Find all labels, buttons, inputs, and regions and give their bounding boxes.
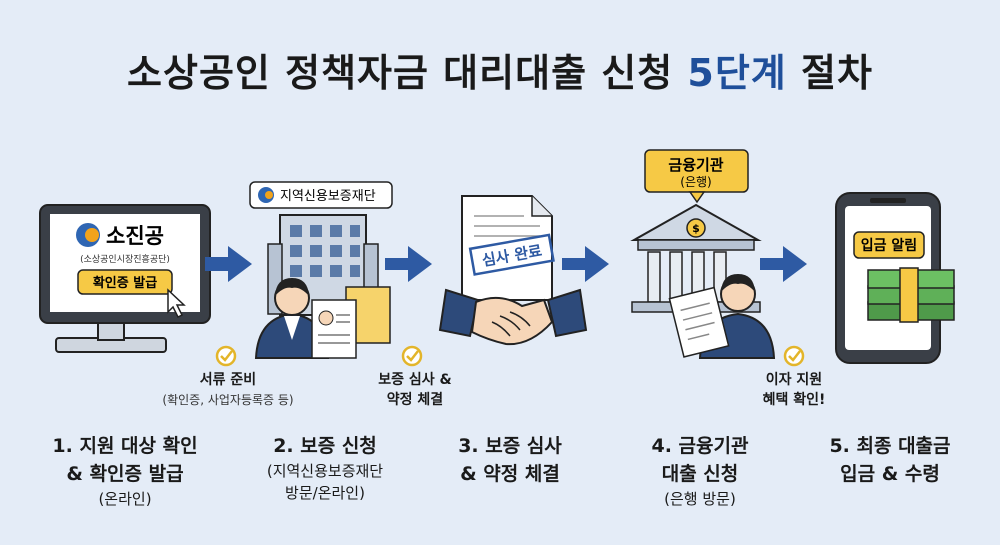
arrow-icon — [205, 246, 252, 282]
cursor-icon — [167, 288, 186, 319]
deposit-alert-badge — [853, 231, 925, 259]
certificate-button-label: 확인증 발급 — [93, 275, 157, 291]
handshake-icon — [438, 288, 588, 346]
step-3-caption: 3. 보증 심사 & 약정 체결 — [458, 435, 562, 485]
step-5-caption: 5. 최종 대출금 입금 & 수령 — [829, 435, 951, 485]
note-interest: 이자 지원 혜택 확인! — [762, 372, 826, 408]
step-1-caption: 1. 지원 대상 확인 & 확인증 발급 (온라인) — [52, 435, 198, 508]
monitor-logo-text: 소진공 — [106, 224, 164, 248]
review-document: 심사 완료 — [461, 195, 555, 301]
check-icon — [783, 345, 805, 367]
arrow-icon — [562, 246, 609, 282]
fund-sign-text: 지역신용보증재단 — [280, 189, 376, 204]
monitor-illustration: 소진공 (소상공인시장진흥공단) 확인증 발급 — [39, 204, 211, 353]
step-2-caption: 2. 보증 신청 (지역신용보증재단 방문/온라인) — [266, 435, 384, 502]
phone-illustration: 입금 알림 — [835, 192, 955, 364]
svg-text:$: $ — [692, 222, 700, 235]
arrow-icon — [760, 246, 807, 282]
monitor-org-text: (소상공인시장진흥공단) — [80, 253, 170, 265]
step-4-caption: 4. 금융기관 대출 신청 (은행 방문) — [651, 435, 749, 508]
deposit-alert-text: 입금 알림 — [861, 238, 917, 254]
certificate-button[interactable] — [77, 269, 173, 295]
page-title: 소상공인 정책자금 대리대출 신청 5단계 절차 — [127, 51, 873, 95]
loan-document-icon — [668, 286, 730, 358]
bank-illustration: 금융기관 (은행) $ — [630, 149, 776, 359]
bank-sign-title: 금융기관 — [668, 156, 723, 174]
check-icon — [215, 345, 237, 367]
fund-sign — [249, 181, 393, 209]
cash-stack-icon — [867, 267, 955, 323]
coin-icon — [686, 218, 706, 238]
bank-sign-sub: (은행) — [680, 174, 711, 189]
title-accent: 5단계 — [687, 51, 787, 95]
approved-stamp — [468, 233, 555, 276]
arrow-icon — [385, 246, 432, 282]
check-icon — [401, 345, 423, 367]
credit-fund-building: 지역신용보증재단 — [249, 181, 393, 359]
note-documents: 서류 준비 (확인증, 사업자등록증 등) — [162, 372, 294, 407]
note-review: 보증 심사 & 약정 체결 — [378, 372, 452, 408]
